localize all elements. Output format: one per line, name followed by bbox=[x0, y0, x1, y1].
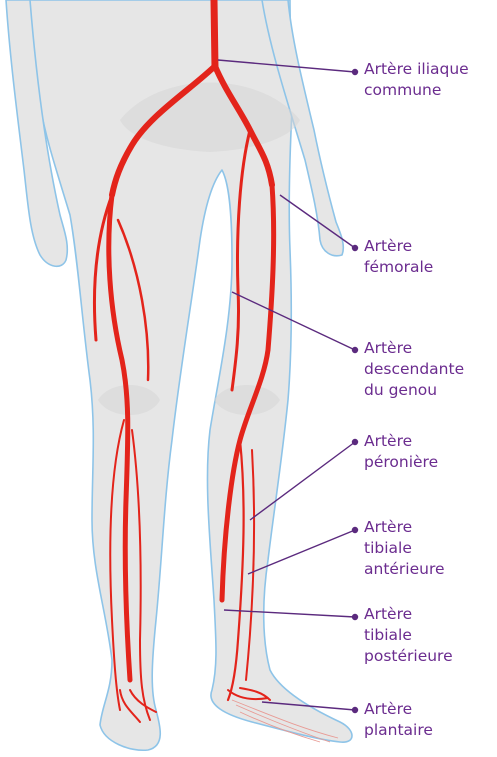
leader-dot-tibiale-ant bbox=[353, 528, 358, 533]
leader-dot-plantaire bbox=[353, 708, 358, 713]
label-artere-iliaque-commune: Artère iliaque commune bbox=[364, 59, 469, 101]
leader-dot-femorale bbox=[353, 246, 358, 251]
label-artere-plantaire: Artère plantaire bbox=[364, 699, 433, 741]
label-artere-tibiale-anterieure: Artère tibiale antérieure bbox=[364, 517, 445, 580]
artery-aorta bbox=[214, 0, 215, 68]
leader-dot-genou bbox=[353, 348, 358, 353]
leader-dot-iliaque bbox=[353, 70, 358, 75]
leader-dot-tibiale-post bbox=[353, 615, 358, 620]
label-artere-femorale: Artère fémorale bbox=[364, 236, 433, 278]
leader-dot-peroniere bbox=[353, 440, 358, 445]
label-artere-tibiale-posterieure: Artère tibiale postérieure bbox=[364, 604, 453, 667]
label-artere-descendante-du-genou: Artère descendante du genou bbox=[364, 338, 464, 401]
label-artere-peroniere: Artère péronière bbox=[364, 431, 438, 473]
